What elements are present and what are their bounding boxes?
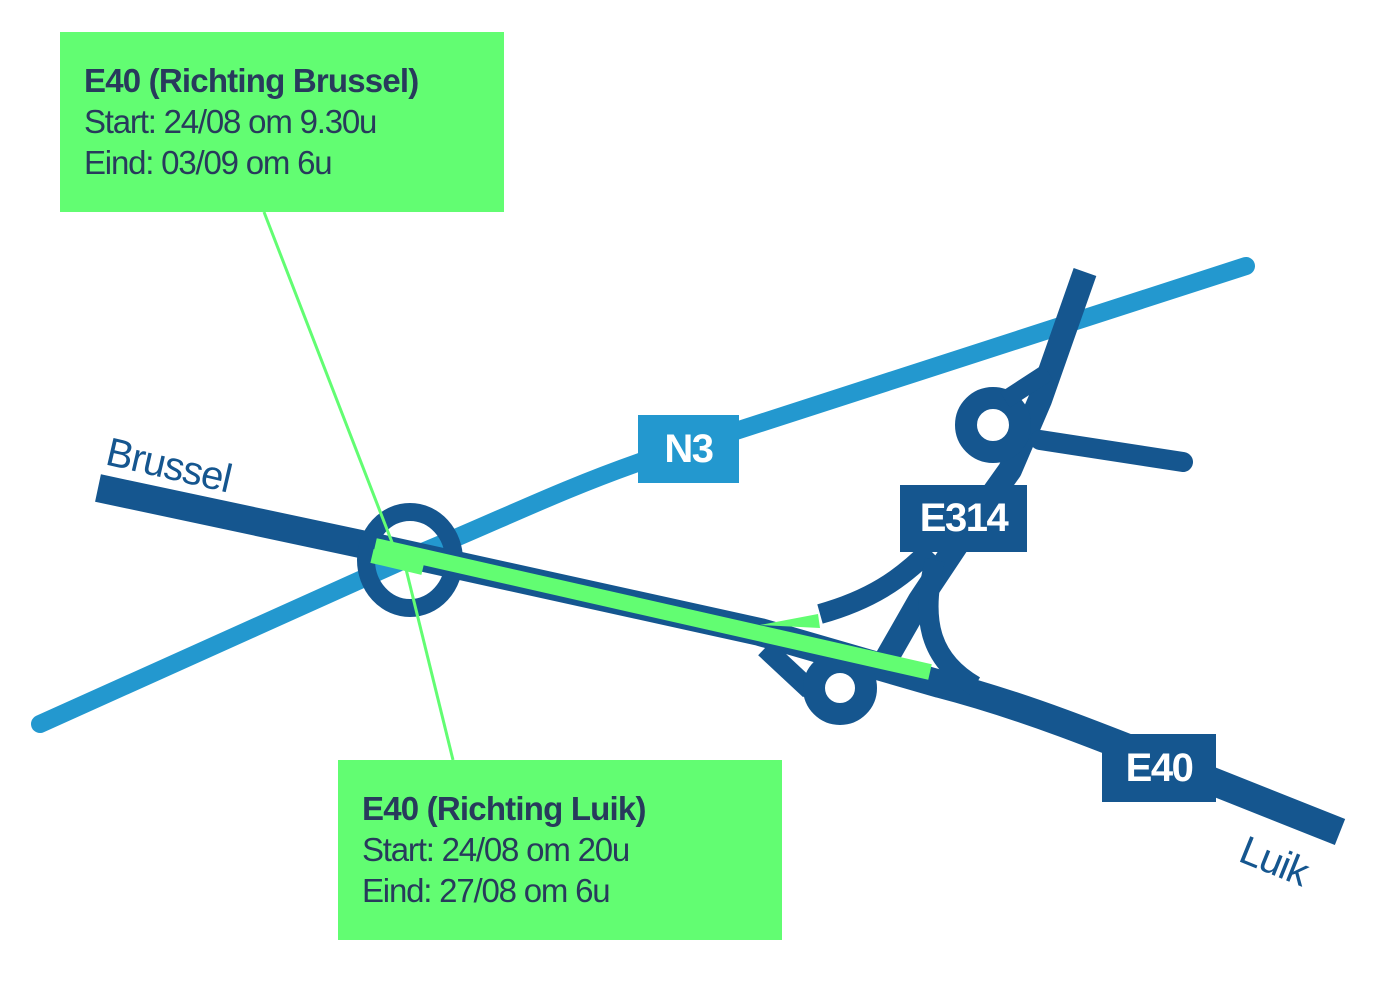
route-shield-n3: N3 [638,415,739,483]
callout-richting-brussel: E40 (Richting Brussel) Start: 24/08 om 9… [60,32,504,212]
ramp-e314-east [918,557,981,695]
route-shield-e314: E314 [900,485,1027,552]
ramp-north-link [1000,364,1053,408]
leader-line-brussel [262,211,397,551]
leader-line-luik [403,564,455,761]
callout-start: Start: 24/08 om 20u [362,831,630,868]
works-segment-richting-brussel [370,549,425,575]
callout-richting-luik: E40 (Richting Luik) Start: 24/08 om 20u … [338,760,782,940]
road-e314 [869,268,1097,676]
roundabout-north [955,387,1031,463]
road-east-branch [1030,430,1193,472]
callout-title: E40 (Richting Luik) [362,790,646,827]
callout-title: E40 (Richting Brussel) [84,62,419,99]
works-segment-ramp [760,614,820,628]
road-n3 [31,257,1255,733]
ramp-e314-west [817,542,938,624]
roundabout-south [803,651,877,725]
ramp-southwest [758,640,817,698]
works-segment-richting-luik [373,538,932,680]
road-e40 [95,474,1346,846]
callout-end: Eind: 03/09 om 6u [84,144,333,181]
route-shield-e40: E40 [1102,734,1216,802]
callout-start: Start: 24/08 om 9.30u [84,103,377,140]
callout-end: Eind: 27/08 om 6u [362,872,611,909]
